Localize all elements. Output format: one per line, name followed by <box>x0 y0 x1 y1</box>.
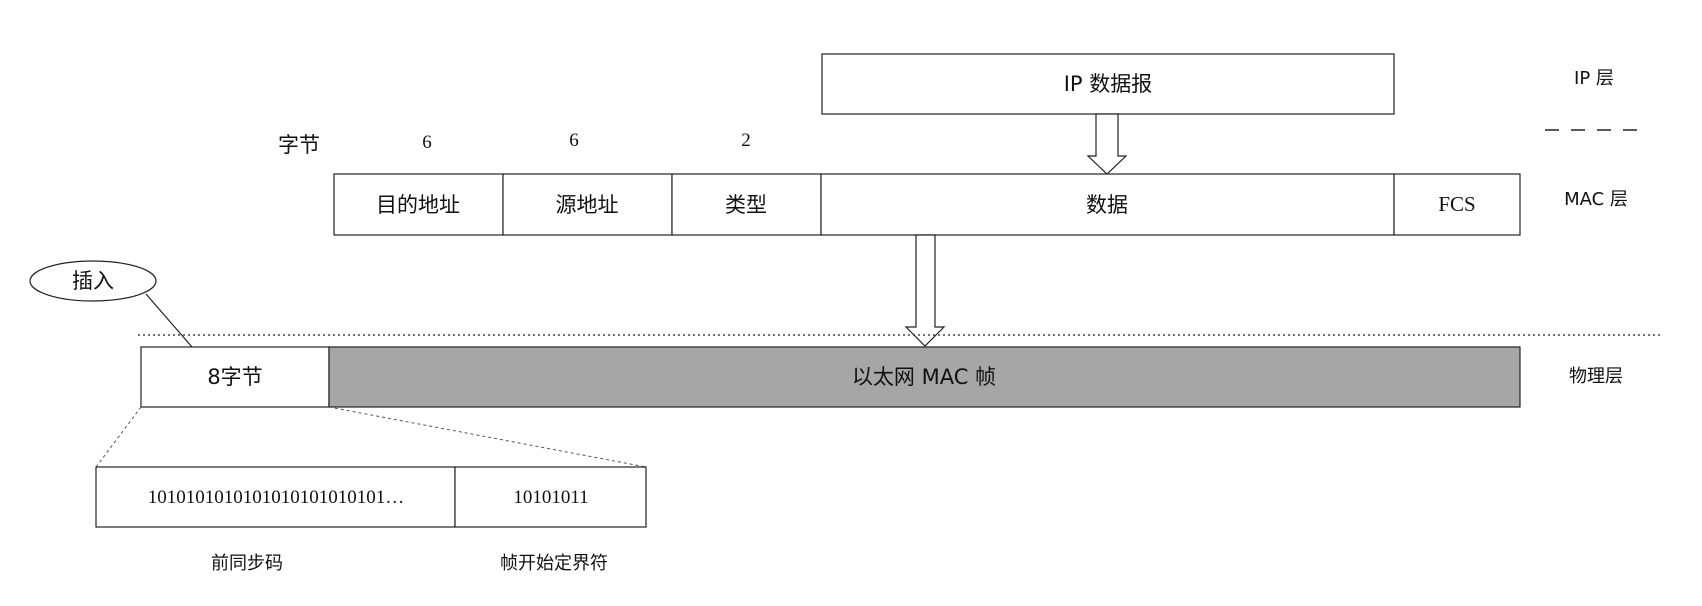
data-field <box>820 173 1395 236</box>
expand-guide-left <box>95 406 142 468</box>
physical-frame-row: 8字节 以太网 MAC 帧 <box>140 346 1521 408</box>
type-field <box>671 173 822 236</box>
ip-layer-label: IP 层 <box>1574 68 1614 89</box>
mac-layer-label: MAC 层 <box>1564 189 1628 210</box>
encapsulation-arrow <box>1086 113 1128 175</box>
insert-callout <box>29 260 157 302</box>
ip-datagram-label: IP 数据报 <box>1064 72 1153 96</box>
dest-address-field <box>333 173 504 236</box>
insert-label: 插入 <box>72 269 114 293</box>
preamble-8byte-label: 8字节 <box>207 365 262 389</box>
ip-datagram-box <box>821 53 1395 115</box>
preamble-bits-label: 1010101010101010101010101… <box>148 487 405 508</box>
insert-leader-line <box>145 293 193 348</box>
src-byte-count: 6 <box>569 130 579 151</box>
expand-guide-right <box>328 406 647 468</box>
dest-byte-count: 6 <box>422 132 432 153</box>
transmission-arrow <box>904 234 946 347</box>
preamble-bits-box <box>95 466 456 528</box>
sfd-caption: 帧开始定界符 <box>500 553 608 574</box>
ethernet-mac-frame-box <box>328 346 1521 408</box>
preamble-detail-row: 1010101010101010101010101… 10101011 <box>95 466 647 528</box>
physical-layer-label: 物理层 <box>1569 366 1623 387</box>
fcs-field <box>1393 173 1521 236</box>
bytes-label: 字节 <box>278 133 320 157</box>
data-label: 数据 <box>1086 193 1128 217</box>
fcs-label: FCS <box>1438 192 1475 216</box>
preamble-caption: 前同步码 <box>211 553 283 574</box>
sfd-bits-box <box>454 466 647 528</box>
ip-datagram-block: IP 数据报 <box>821 53 1395 115</box>
dest-address-label: 目的地址 <box>376 193 460 217</box>
src-address-label: 源地址 <box>556 193 619 217</box>
mac-frame-row: 目的地址 源地址 类型 数据 FCS <box>333 173 1521 236</box>
type-byte-count: 2 <box>741 130 751 151</box>
type-label: 类型 <box>725 193 767 217</box>
ethernet-mac-frame-label: 以太网 MAC 帧 <box>852 365 996 389</box>
sfd-bits-label: 10101011 <box>513 487 588 508</box>
